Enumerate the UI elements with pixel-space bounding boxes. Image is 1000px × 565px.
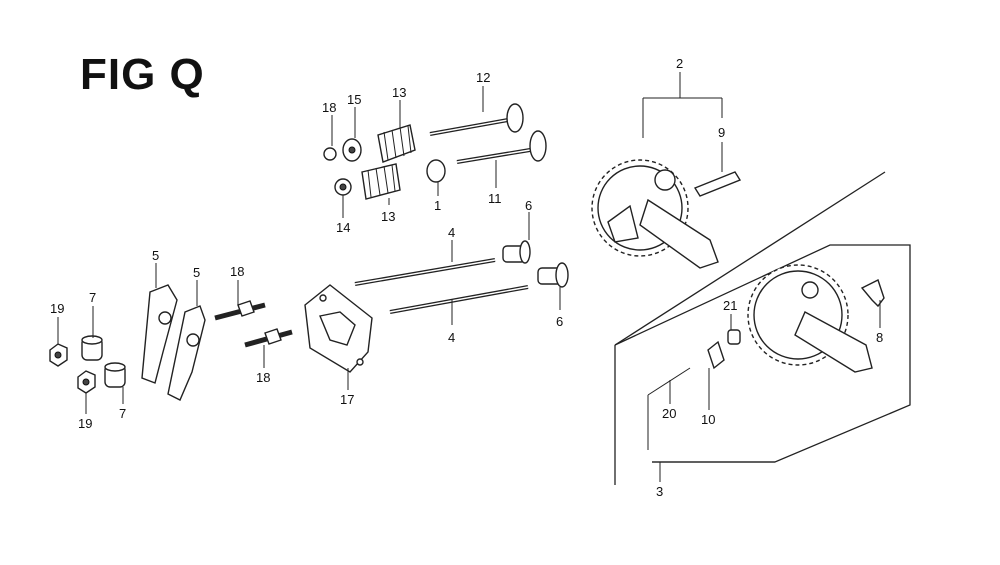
callout-21: 21 — [723, 298, 737, 313]
rocker-arm-5-left — [141, 284, 178, 384]
callout-19-top: 19 — [50, 301, 64, 316]
camshaft-gear-assembly-3 — [747, 264, 873, 373]
assembly-frame — [614, 171, 911, 485]
callout-14: 14 — [336, 220, 350, 235]
part-8 — [860, 279, 885, 308]
callout-7-top: 7 — [89, 290, 96, 305]
push-rod-4-top — [354, 258, 496, 286]
retainer-15 — [342, 138, 362, 162]
stud-18-bottom — [244, 328, 293, 348]
callout-4-bottom: 4 — [448, 330, 455, 345]
callout-9: 9 — [718, 125, 725, 140]
callout-8: 8 — [876, 330, 883, 345]
callout-12: 12 — [476, 70, 490, 85]
nut-19-top — [49, 343, 68, 367]
callout-5-left: 5 — [152, 248, 159, 263]
callout-2: 2 — [676, 56, 683, 71]
callout-7-bottom: 7 — [119, 406, 126, 421]
tappet-6-bottom — [537, 262, 569, 288]
callout-13-top: 13 — [392, 85, 406, 100]
hex-key-20 — [647, 367, 691, 450]
callout-20: 20 — [662, 406, 676, 421]
callout-3: 3 — [656, 484, 663, 499]
camshaft-gear-2 — [591, 159, 719, 269]
callout-11: 11 — [488, 191, 502, 206]
callout-18-middle: 18 — [230, 264, 244, 279]
callout-15: 15 — [347, 92, 361, 107]
keeper-1 — [426, 159, 446, 183]
cap-18 — [323, 147, 337, 161]
figure-title: FIG Q — [80, 50, 205, 99]
callout-1: 1 — [434, 198, 441, 213]
bushing-7-top — [81, 335, 103, 361]
valve-11 — [456, 130, 547, 164]
spring-13-bottom — [361, 163, 401, 200]
nut-19-bottom — [77, 370, 96, 394]
spring-9 — [693, 171, 742, 197]
bushing-7-bottom — [104, 362, 126, 388]
callout-6-top: 6 — [525, 198, 532, 213]
callout-19-bottom: 19 — [78, 416, 92, 431]
callout-labels: 2 9 12 18 15 13 13 14 1 11 6 6 4 4 5 5 1… — [50, 56, 883, 499]
leader-lines — [57, 72, 881, 482]
rocker-arm-5-right — [167, 305, 206, 401]
guide-plate-17 — [304, 284, 373, 373]
spring-10 — [707, 340, 725, 370]
callout-6-bottom: 6 — [556, 314, 563, 329]
push-rod-4-bottom — [389, 285, 529, 314]
pin-21 — [727, 329, 741, 345]
callout-18-bottom: 18 — [256, 370, 270, 385]
callout-13-bottom: 13 — [381, 209, 395, 224]
callout-4-top: 4 — [448, 225, 455, 240]
callout-18-top: 18 — [322, 100, 336, 115]
spring-13-top — [377, 124, 416, 163]
retainer-14 — [334, 178, 352, 196]
valve-12 — [429, 103, 524, 136]
callout-17: 17 — [340, 392, 354, 407]
tappet-6-top — [502, 240, 531, 264]
stud-18-top — [214, 300, 266, 321]
callout-10: 10 — [701, 412, 715, 427]
callout-5-right: 5 — [193, 265, 200, 280]
